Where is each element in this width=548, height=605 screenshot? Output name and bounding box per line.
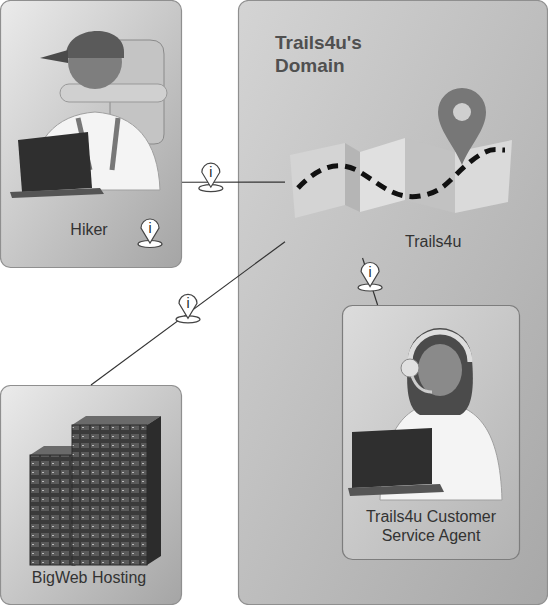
node-text: Trails4u: [405, 232, 505, 251]
info-pin: [138, 219, 162, 248]
box-background: [1, 386, 182, 605]
box-background: [1, 1, 182, 268]
agent-box: Trails4u Customer Service Agent: [342, 305, 520, 560]
node-text: Trails4u Customer Service Agent: [346, 507, 516, 545]
info-pin: [358, 263, 382, 292]
info-pin: [199, 163, 223, 192]
hosting-box: BigWeb Hosting: [0, 385, 182, 605]
server-racks: [30, 416, 161, 565]
service-map: Trails4u: [285, 95, 520, 258]
info-label: i: [209, 165, 212, 179]
info-pin: [176, 294, 200, 323]
box-background: [239, 1, 548, 605]
info-label: i: [148, 221, 151, 235]
info-label: i: [186, 296, 189, 310]
hiker-figure: [10, 31, 167, 198]
domain-region: Trails4u's DomainTrails4uTrails4u Custom…: [238, 0, 548, 605]
info-label: i: [369, 265, 372, 279]
connector-line: [182, 181, 285, 182]
connector-line: [91, 242, 285, 385]
node-text: Trails4u's Domain: [275, 32, 400, 78]
actor-box: Hiker: [0, 0, 182, 268]
agent-figure: [348, 328, 502, 500]
map-illustration: [290, 88, 512, 218]
node-text: BigWeb Hosting: [0, 568, 178, 587]
box-background: [343, 306, 520, 560]
